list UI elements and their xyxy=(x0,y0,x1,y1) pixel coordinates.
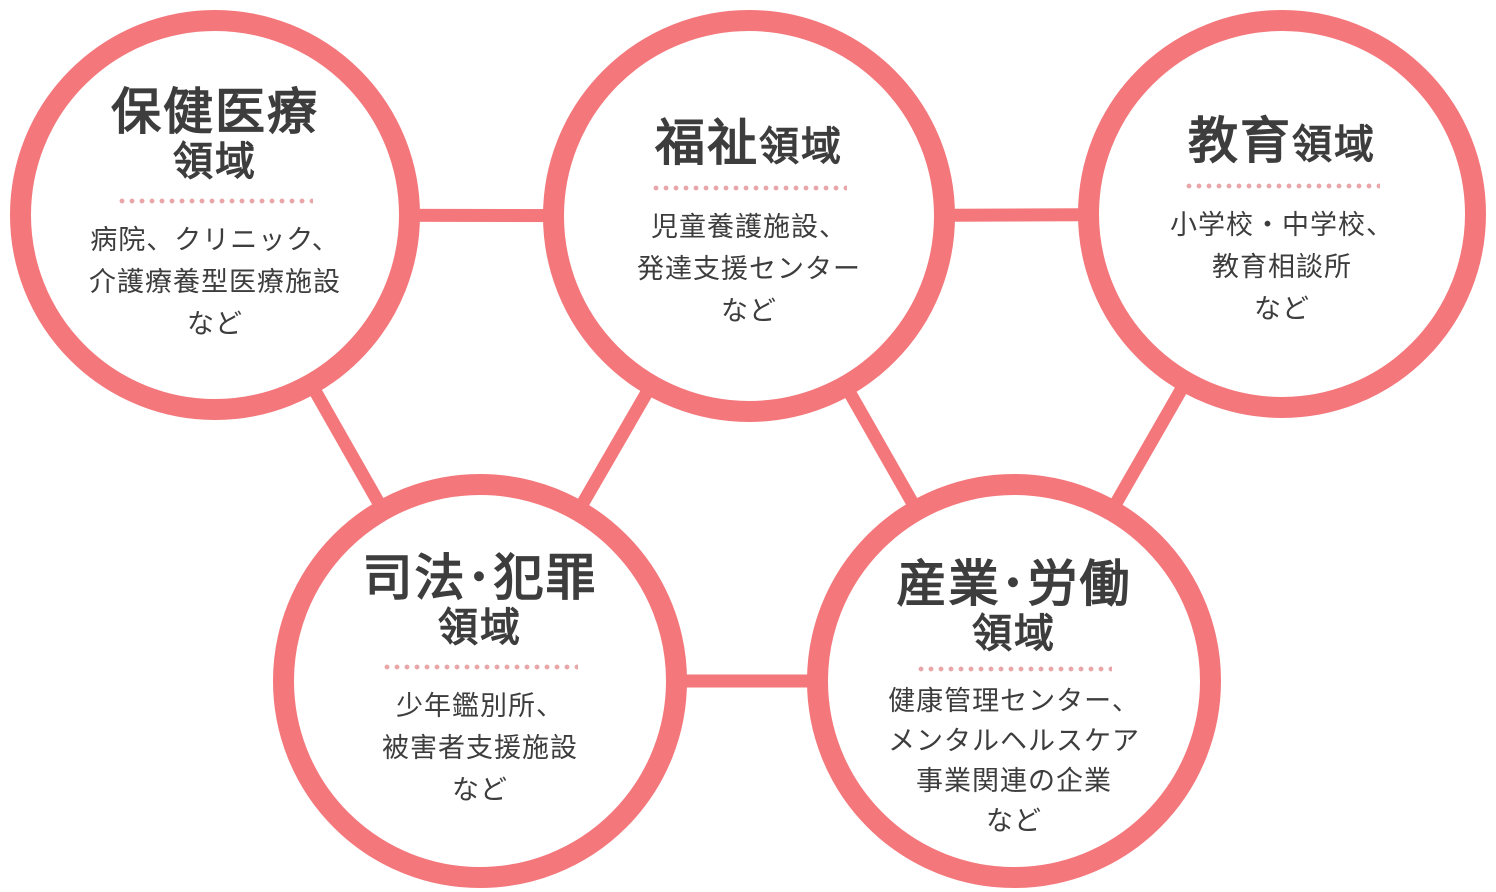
node-title-main: 産業･労働 xyxy=(896,554,1132,613)
desc-line: 小学校・中学校、 xyxy=(1170,210,1394,241)
desc-line: など xyxy=(452,775,508,807)
dotted-divider xyxy=(117,198,313,205)
desc-line: 健康管理センター、 xyxy=(888,686,1140,718)
node-title-main: 司法･犯罪 xyxy=(362,548,598,607)
desc-line: 被害者支援施設 xyxy=(382,733,578,765)
desc-line: 発達支援センター xyxy=(637,254,861,285)
dotted-divider xyxy=(382,664,578,671)
node-title-row: 教育領域 xyxy=(1188,113,1376,169)
node-title-sub: 領域 xyxy=(438,604,522,651)
node-description: 病院、クリニック、 介護療養型医療施設 など xyxy=(89,220,341,346)
desc-line: 介護療養型医療施設 xyxy=(89,267,341,299)
node-description: 健康管理センター、 メンタルヘルスケア 事業関連の企業 など xyxy=(888,682,1140,842)
desc-line: 児童養護施設、 xyxy=(651,212,847,243)
desc-line: など xyxy=(986,806,1042,838)
node-education: 教育領域 小学校・中学校、 教育相談所 など xyxy=(1078,10,1486,418)
node-title-main: 福祉 xyxy=(655,114,759,172)
node-description: 児童養護施設、 発達支援センター など xyxy=(637,207,861,333)
node-description: 少年鑑別所、 被害者支援施設 など xyxy=(382,686,578,812)
dotted-divider xyxy=(916,666,1112,673)
dotted-divider xyxy=(651,185,847,191)
desc-line: 事業関連の企業 xyxy=(916,766,1112,798)
desc-line: 少年鑑別所、 xyxy=(396,691,564,723)
node-title-sub: 領域 xyxy=(173,138,257,185)
node-healthcare: 保健医療 領域 病院、クリニック、 介護療養型医療施設 など xyxy=(10,10,420,420)
desc-line: など xyxy=(187,309,243,341)
node-industry: 産業･労働 領域 健康管理センター、 メンタルヘルスケア 事業関連の企業 など xyxy=(807,474,1221,888)
node-justice: 司法･犯罪 領域 少年鑑別所、 被害者支援施設 など xyxy=(273,474,687,888)
desc-line: など xyxy=(721,296,777,327)
node-description: 小学校・中学校、 教育相談所 など xyxy=(1170,205,1394,331)
node-title-sub: 領域 xyxy=(1292,122,1376,168)
node-title-main: 教育 xyxy=(1188,112,1292,170)
dotted-divider xyxy=(1184,183,1380,189)
node-title-main: 保健医療 xyxy=(111,82,319,141)
desc-line: 教育相談所 xyxy=(1212,252,1352,283)
node-title-row: 福祉領域 xyxy=(655,115,843,171)
desc-line: など xyxy=(1254,294,1310,325)
node-title-sub: 領域 xyxy=(759,124,843,170)
node-title-sub: 領域 xyxy=(972,610,1056,657)
node-welfare: 福祉領域 児童養護施設、 発達支援センター など xyxy=(543,10,955,422)
desc-line: 病院、クリニック、 xyxy=(90,225,340,257)
desc-line: メンタルヘルスケア xyxy=(888,726,1140,758)
